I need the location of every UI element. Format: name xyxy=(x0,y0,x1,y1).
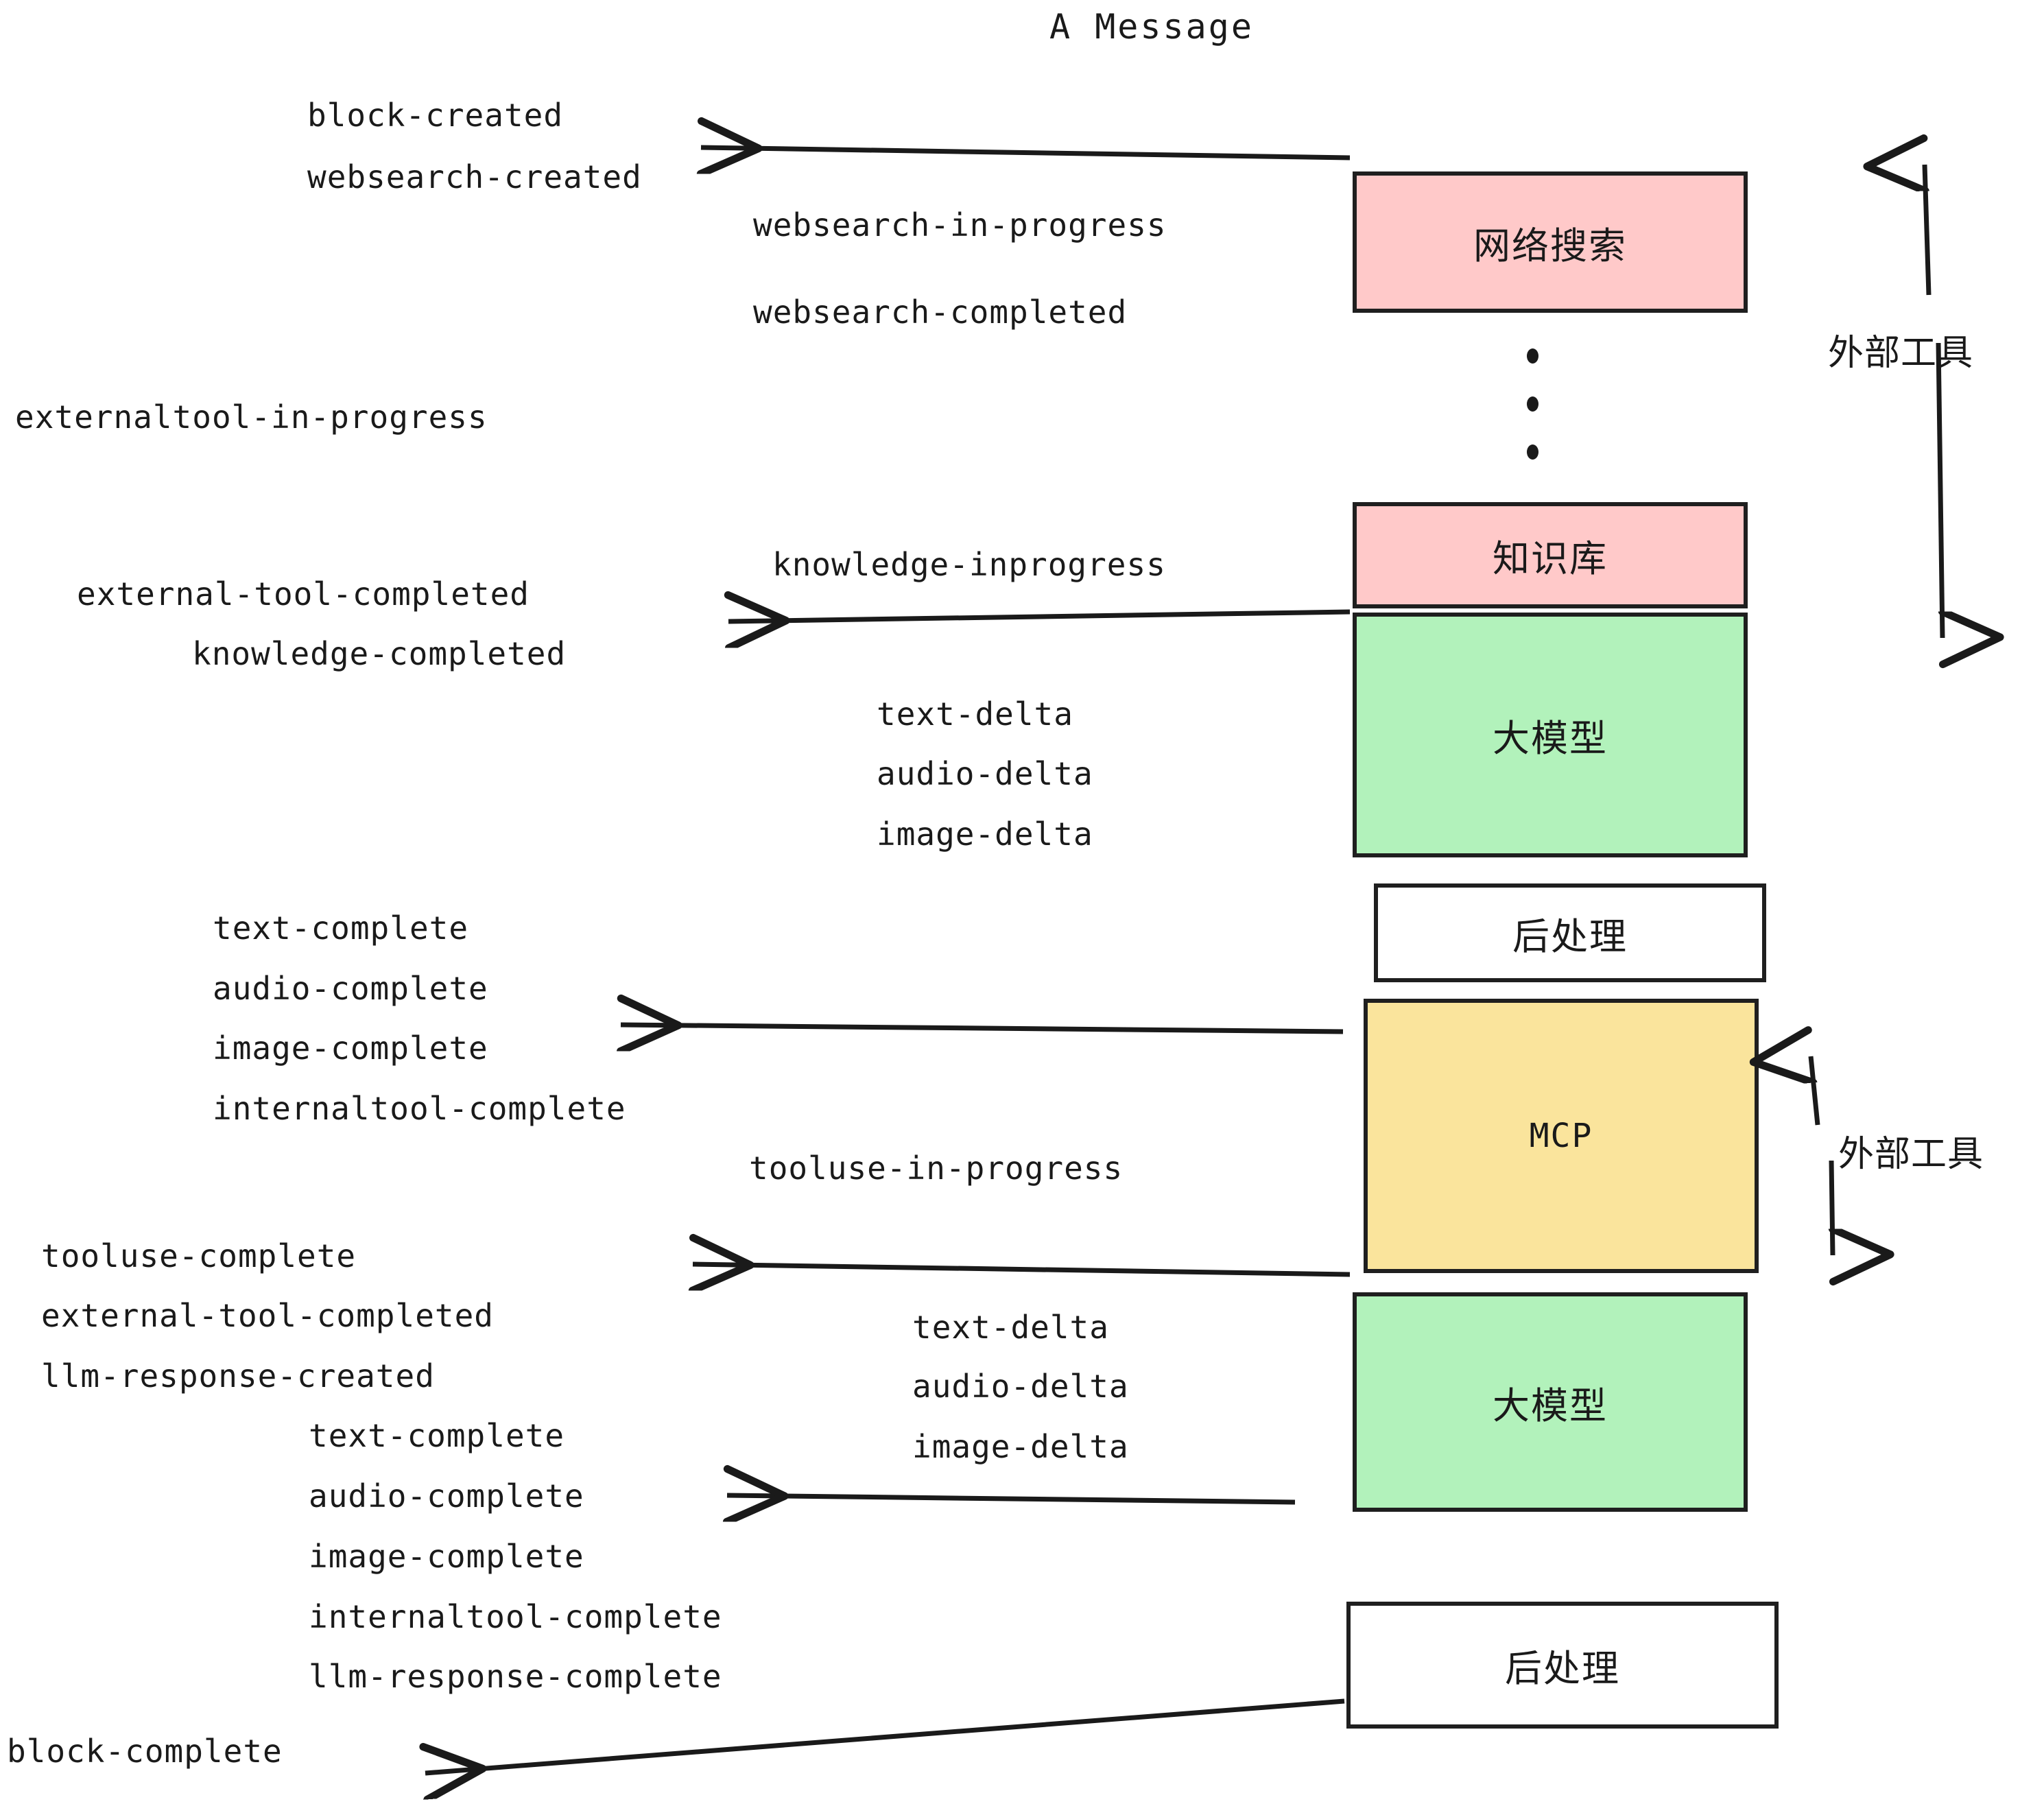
arrow-postprocess2-to-block-complete xyxy=(425,1698,1345,1773)
event-label-image-complete-1: image-complete xyxy=(213,1030,488,1067)
page-title: A Message xyxy=(1049,7,1254,47)
node-knowledge[interactable]: 知识库 xyxy=(1353,502,1748,608)
node-postprocess-2[interactable]: 后处理 xyxy=(1346,1602,1779,1729)
group-label-external-tools-bottom: 外部工具 xyxy=(1838,1134,1984,1175)
event-label-audio-delta-1: audio-delta xyxy=(877,755,1093,792)
node-websearch[interactable]: 网络搜索 xyxy=(1353,171,1748,313)
event-label-image-complete-2: image-complete xyxy=(309,1538,584,1575)
event-label-text-delta-2: text-delta xyxy=(912,1309,1109,1346)
event-label-llm-response-created: llm-response-created xyxy=(41,1357,435,1394)
event-label-tooluse-complete: tooluse-complete xyxy=(41,1237,357,1274)
event-label-block-created: block-created xyxy=(307,97,564,134)
event-label-externaltool-in-progress: externaltool-in-progress xyxy=(15,399,488,436)
arrow-mcp-to-tooluse-complete xyxy=(693,1264,1351,1274)
event-label-websearch-completed: websearch-completed xyxy=(753,294,1128,331)
event-label-internaltool-complete-1: internaltool-complete xyxy=(213,1090,626,1127)
ellipsis-dot-3 xyxy=(1527,444,1538,460)
node-llm-1[interactable]: 大模型 xyxy=(1353,613,1748,857)
event-label-tooluse-in-progress: tooluse-in-progress xyxy=(749,1150,1124,1187)
ellipsis-dot-2 xyxy=(1527,396,1538,412)
event-label-image-delta-2: image-delta xyxy=(912,1428,1129,1465)
group-label-external-tools-top: 外部工具 xyxy=(1828,333,1974,374)
event-label-block-complete: block-complete xyxy=(7,1733,283,1770)
event-label-internaltool-complete-2: internaltool-complete xyxy=(309,1598,722,1635)
node-mcp[interactable]: MCP xyxy=(1364,999,1759,1273)
event-label-websearch-in-progress: websearch-in-progress xyxy=(753,206,1167,244)
event-label-audio-complete-1: audio-complete xyxy=(213,970,488,1007)
arrow-external-tools-top-down xyxy=(1936,342,1942,638)
arrow-llm2-to-audio-complete xyxy=(727,1495,1296,1502)
event-label-websearch-created: websearch-created xyxy=(307,158,642,195)
arrow-websearch-to-created xyxy=(701,147,1351,158)
event-label-audio-complete-2: audio-complete xyxy=(309,1477,584,1515)
event-label-audio-delta-2: audio-delta xyxy=(912,1368,1129,1405)
node-llm-2[interactable]: 大模型 xyxy=(1353,1292,1748,1512)
arrow-external-tools-bottom-up xyxy=(1811,1056,1820,1126)
event-label-knowledge-completed: knowledge-completed xyxy=(192,635,567,672)
event-label-image-delta-1: image-delta xyxy=(877,816,1093,853)
event-label-external-tool-completed-2: external-tool-completed xyxy=(41,1297,494,1334)
event-label-text-delta-1: text-delta xyxy=(877,696,1073,733)
arrow-external-tools-top-up xyxy=(1925,165,1932,296)
event-label-text-complete-1: text-complete xyxy=(213,910,469,947)
arrow-knowledge-to-completed xyxy=(728,612,1351,621)
event-label-external-tool-completed: external-tool-completed xyxy=(77,575,530,613)
arrow-external-tools-bottom-down xyxy=(1831,1160,1833,1255)
arrow-postprocess1-to-image-complete xyxy=(621,1025,1344,1032)
event-label-text-complete-2: text-complete xyxy=(309,1417,565,1454)
node-postprocess-1[interactable]: 后处理 xyxy=(1374,883,1766,982)
ellipsis-dot-1 xyxy=(1527,348,1538,364)
event-label-llm-response-complete: llm-response-complete xyxy=(309,1658,722,1695)
event-label-knowledge-inprogress: knowledge-inprogress xyxy=(772,546,1166,583)
